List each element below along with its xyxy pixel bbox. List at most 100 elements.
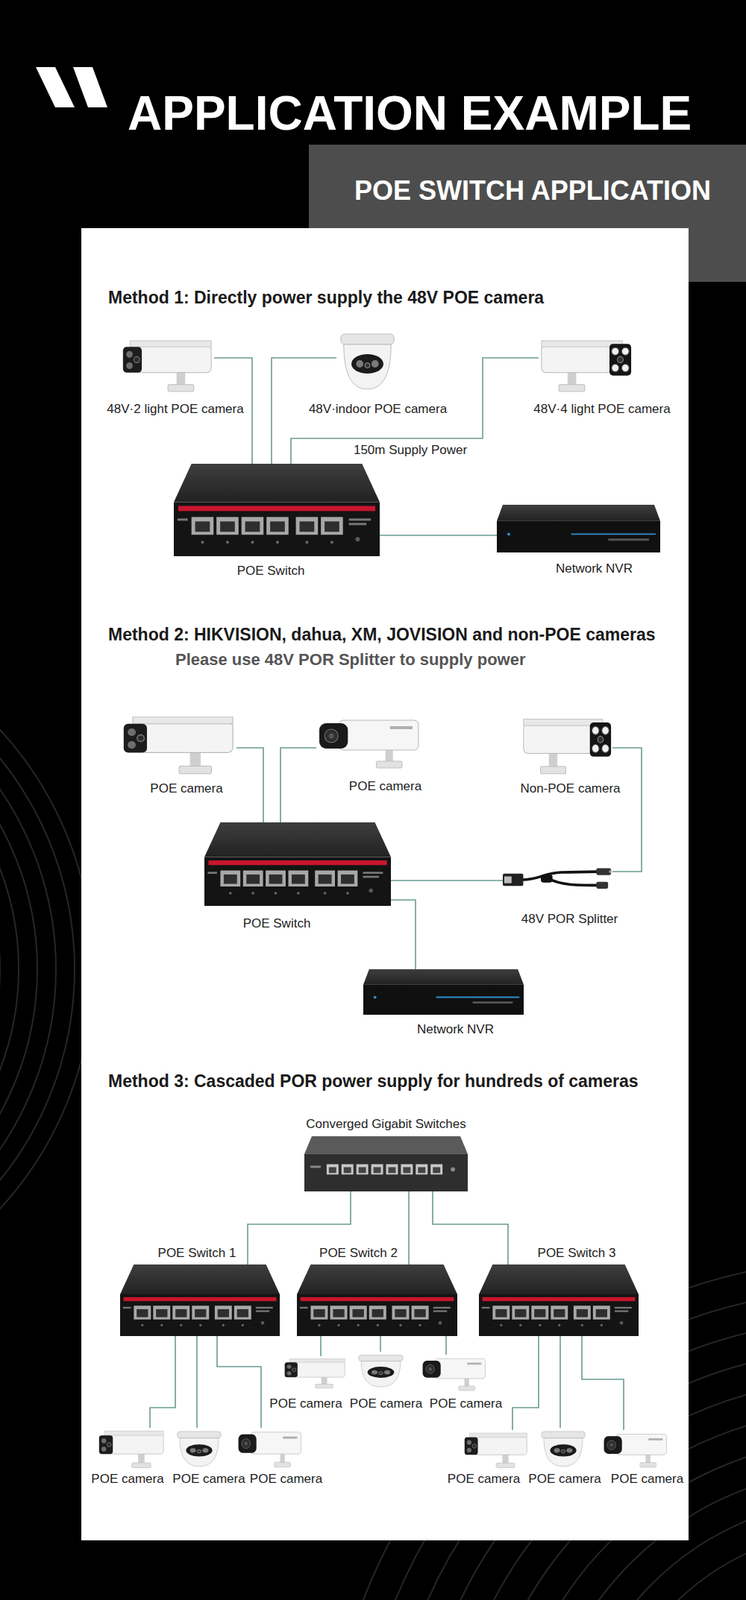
device-picture bbox=[496, 505, 661, 553]
quote-mark bbox=[73, 67, 108, 108]
device-picture bbox=[236, 1428, 303, 1470]
method-heading: Method 3: Cascaded POR power supply for … bbox=[108, 1072, 639, 1093]
device-drawing bbox=[464, 1433, 528, 1469]
method-heading: Method 1: Directly power supply the 48V … bbox=[108, 287, 544, 309]
cable-line bbox=[379, 1336, 382, 1353]
device-label: POE camera bbox=[349, 1397, 423, 1413]
device-picture bbox=[120, 712, 237, 776]
switch-node: Converged Gigabit Switches bbox=[304, 1136, 468, 1193]
cable-line bbox=[149, 1336, 176, 1429]
device-label: Non-POE camera bbox=[519, 781, 620, 797]
device-drawing bbox=[523, 719, 611, 775]
switch-node: POE Switch 2 bbox=[296, 1265, 458, 1337]
device-label: POE camera bbox=[610, 1472, 684, 1488]
device-drawing bbox=[496, 505, 661, 553]
cable-line bbox=[612, 748, 642, 873]
device-label: POE camera bbox=[91, 1472, 164, 1488]
recorder-node: Network NVR bbox=[496, 505, 661, 553]
cable-line bbox=[217, 1336, 262, 1429]
device-drawing bbox=[99, 1431, 164, 1469]
recorder-node: Network NVR bbox=[363, 969, 524, 1016]
decor-part bbox=[0, 690, 19, 1250]
cable-line bbox=[280, 748, 317, 823]
device-picture bbox=[602, 1430, 669, 1470]
device-drawing bbox=[177, 1432, 221, 1468]
device-picture bbox=[478, 1265, 639, 1337]
device-label: POE Switch 2 bbox=[319, 1246, 398, 1262]
device-label: POE camera bbox=[172, 1472, 245, 1488]
device-label: POE Switch 3 bbox=[537, 1246, 617, 1262]
device-picture bbox=[336, 328, 399, 394]
device-drawing bbox=[204, 822, 391, 907]
camera-node: POE camera bbox=[462, 1430, 529, 1470]
device-label: Network NVR bbox=[417, 1022, 494, 1038]
switch-node: POE Switch bbox=[173, 464, 380, 557]
device-drawing bbox=[238, 1433, 302, 1469]
device-label: POE Switch 1 bbox=[158, 1246, 237, 1262]
device-label: POE camera bbox=[249, 1472, 323, 1488]
device-label: 48V·4 light POE camera bbox=[533, 402, 670, 418]
cable-line bbox=[408, 1192, 410, 1266]
camera-node: Non-POE camera bbox=[520, 714, 613, 776]
device-drawing bbox=[123, 340, 212, 392]
device-picture bbox=[538, 336, 633, 394]
camera-node: POE camera bbox=[96, 1428, 166, 1470]
device-label: POE Switch bbox=[237, 563, 306, 579]
cable-line bbox=[379, 534, 497, 537]
device-picture bbox=[120, 1265, 280, 1337]
device-picture bbox=[173, 1428, 225, 1470]
device-drawing bbox=[296, 1265, 458, 1337]
camera-node: POE camera bbox=[602, 1430, 669, 1470]
splitter-node: 48V POR Splitter bbox=[502, 865, 613, 896]
device-label: Network NVR bbox=[555, 561, 633, 577]
cable-line bbox=[196, 1336, 198, 1429]
camera-node: POE camera bbox=[537, 1428, 589, 1470]
device-drawing bbox=[502, 869, 612, 890]
cable-line bbox=[390, 880, 503, 882]
camera-node: POE camera bbox=[420, 1355, 488, 1393]
device-label: POE Switch bbox=[243, 916, 312, 932]
device-drawing bbox=[173, 464, 380, 557]
device-drawing bbox=[304, 1136, 468, 1193]
device-label: 48V POR Splitter bbox=[521, 912, 618, 928]
device-label: 48V·2 light POE camera bbox=[106, 402, 244, 418]
device-drawing bbox=[478, 1265, 639, 1337]
method-heading: Method 2: HIKVISION, dahua, XM, JOVISION… bbox=[108, 625, 656, 647]
switch-node: POE Switch 1 bbox=[120, 1265, 280, 1337]
device-label: POE camera bbox=[269, 1397, 342, 1413]
cable-line bbox=[320, 1336, 322, 1357]
device-picture bbox=[96, 1428, 166, 1470]
quote-mark bbox=[35, 67, 75, 108]
device-picture bbox=[296, 1265, 458, 1337]
device-picture bbox=[520, 714, 613, 776]
cable-note: 150m Supply Power bbox=[350, 443, 470, 459]
device-label: POE camera bbox=[429, 1397, 503, 1413]
decor-part bbox=[0, 634, 75, 1306]
device-label: POE camera bbox=[528, 1472, 601, 1488]
camera-node: POE camera bbox=[282, 1356, 347, 1390]
device-picture bbox=[173, 464, 380, 557]
device-picture bbox=[537, 1428, 589, 1470]
cable-line bbox=[236, 748, 264, 823]
device-drawing bbox=[123, 717, 233, 775]
cable-line bbox=[512, 1336, 539, 1431]
camera-node: POE camera bbox=[173, 1428, 225, 1470]
device-label: POE camera bbox=[149, 781, 223, 797]
device-drawing bbox=[422, 1359, 486, 1392]
device-drawing bbox=[541, 340, 632, 392]
decor-part bbox=[0, 615, 94, 1325]
device-drawing bbox=[340, 334, 394, 390]
white-panel bbox=[81, 228, 689, 1542]
device-picture bbox=[204, 822, 391, 907]
device-label: POE camera bbox=[447, 1472, 520, 1488]
device-drawing bbox=[604, 1435, 667, 1469]
camera-node: POE camera bbox=[236, 1428, 303, 1470]
cable-line bbox=[390, 900, 416, 970]
page-title: APPLICATION EXAMPLE bbox=[127, 89, 692, 138]
camera-node: 48V·4 light POE camera bbox=[538, 336, 633, 394]
decor-part bbox=[0, 671, 38, 1269]
switch-node: POE Switch 3 bbox=[478, 1265, 639, 1337]
